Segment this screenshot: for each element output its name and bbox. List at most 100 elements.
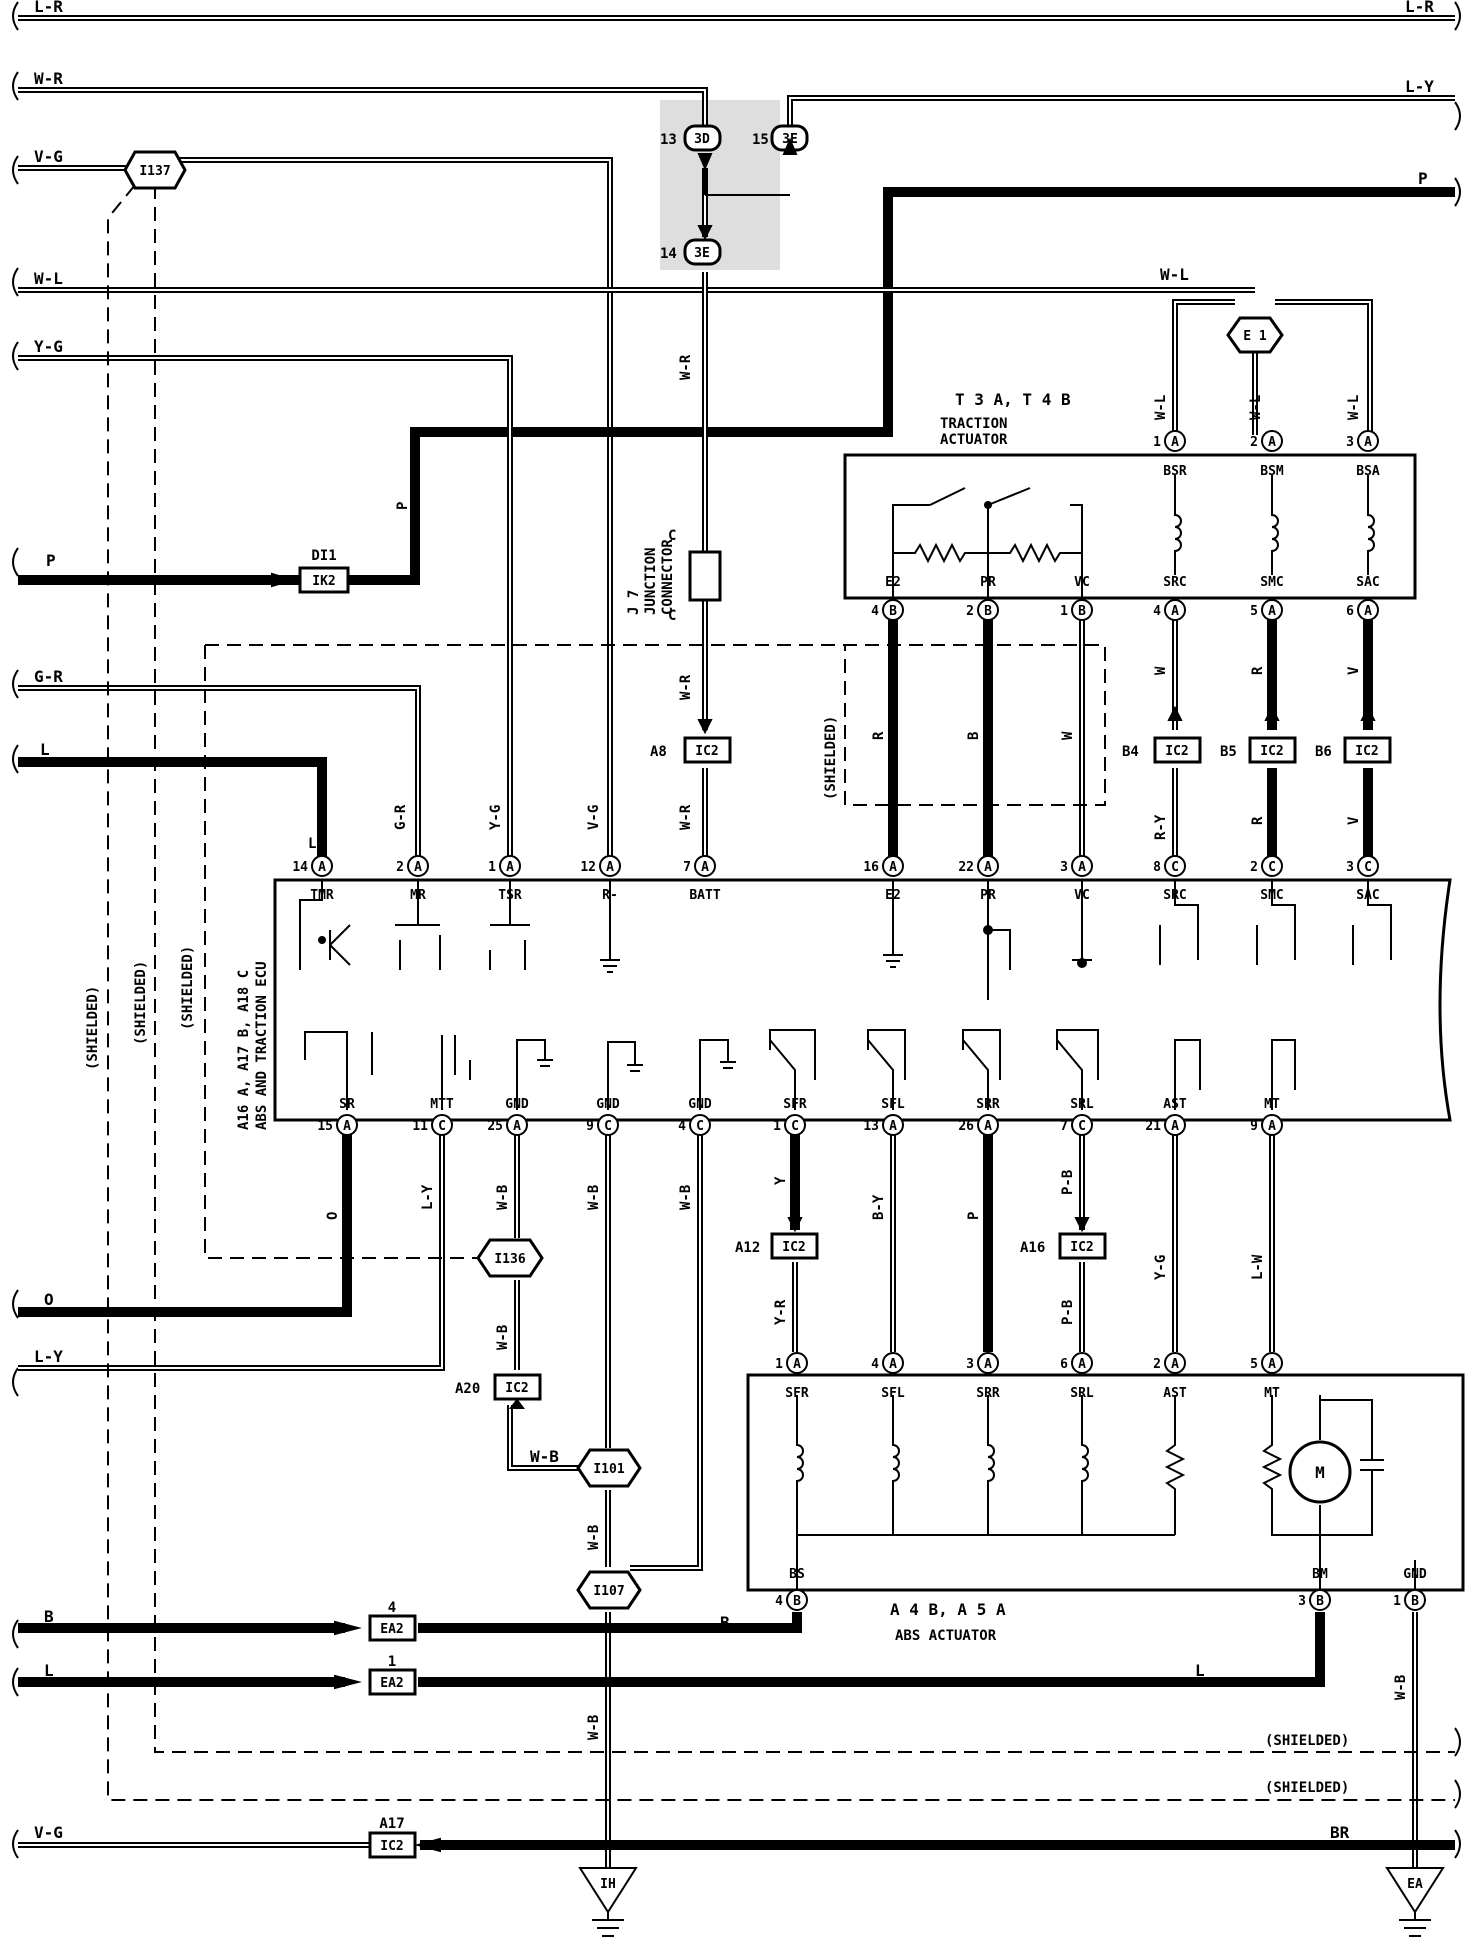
ecu-bottom-pin-label: GND [596,1097,620,1112]
ik2-connector [298,566,350,594]
ecu-top-pin-label: BATT [689,888,720,903]
abs-bottom-pin-letter: B [1316,1594,1324,1609]
abs-top-pin-number: 1 [775,1357,783,1372]
ecu-top-pin-number: 2 [1250,860,1258,875]
ecu-bottom-pin-circle [506,1114,528,1136]
traction-bottom-pin-letter: B [1078,604,1086,619]
abs-top-pin-label: SRL [1070,1386,1094,1401]
wire-label-p-right: P [1418,169,1428,188]
ecu-bottom-pin-number: 15 [317,1119,333,1134]
label-a12: A12 [735,1240,760,1256]
abs-bottom-pin-number: 3 [1298,1594,1306,1609]
ih-ground [578,1867,638,1914]
abs-top-pin-number: 5 [1250,1357,1258,1372]
traction-top-pin-number: 3 [1346,435,1354,450]
shielded-label-4: (SHIELDED) [823,716,839,800]
label-ic2-b5: IC2 [1260,744,1283,759]
abs-top-pin-number: 6 [1060,1357,1068,1372]
wire-label-wl: W-L [34,269,63,288]
ecu-bottom-pin-label: GND [505,1097,529,1112]
ecu-top-pin-letter: A [318,860,326,875]
e1-connector [1226,316,1284,354]
abs-top-pin-circle [1164,1352,1186,1374]
ecu-top-pin-label: R- [602,888,618,903]
vlabel-o: O [325,1212,341,1220]
abs-internal [796,1395,1416,1590]
label-i101: I101 [593,1462,624,1477]
abs-top-pin-circle [786,1352,808,1374]
pin-markers: A1BSRA2BSMA3BSAB4E2B2PRB1VCA4SRCA5SMCA6S… [292,430,1427,1611]
traction-top-pin-number: 1 [1153,435,1161,450]
ecu-bottom-pin-circle [689,1114,711,1136]
ecu-bottom-pin-label: SRR [976,1097,1000,1112]
label-ic2-b6: IC2 [1355,744,1378,759]
vlabel-l: L [308,836,316,852]
label-jc-3e-top: 3E [782,132,798,147]
traction-actuator-box [843,453,1417,600]
traction-bottom-pin-label: PR [980,575,996,590]
junction-ref: J 7 [626,590,642,615]
traction-top-pin-letter: A [1171,435,1179,450]
ecu-top-pin-circle [311,855,333,877]
wire-label-lr-right: L-R [1405,0,1434,16]
ecu-top-pin-number: 3 [1060,860,1068,875]
ecu-top-pin-circle [1164,855,1186,877]
vlabel-p-mid: P [395,502,411,510]
ecu-top-pin-circle [599,855,621,877]
wire-label-vg-top: V-G [34,147,63,166]
ecu-bottom-pin-circle [336,1114,358,1136]
ecu-top-pin-number: 1 [488,860,496,875]
ecu-top-pin-letter: A [414,860,422,875]
ecu-name: ABS AND TRACTION ECU [254,961,270,1130]
ecu-top-pin-label: TMR [310,888,334,903]
wire-label-ly-top: L-Y [1405,77,1434,96]
vlabel-r-smc: R [1250,666,1266,675]
ecu-top-pin-circle [407,855,429,877]
ecu-top-pin-label: SMC [1260,888,1283,903]
ecu-bottom-pin-circle [977,1114,999,1136]
wire-label-l-left: L [40,740,50,759]
ecu-top-pin-letter: A [701,860,709,875]
abs-bottom-pin-label: GND [1403,1567,1427,1582]
abs-top-pin-circle [1261,1352,1283,1374]
ecu-top-pin-label: E2 [885,888,901,903]
traction-bottom-pin-label: SAC [1356,575,1379,590]
wire-label-br: BR [1330,1823,1350,1842]
traction-top-pin-number: 2 [1250,435,1258,450]
ecu-top-pin-label: TSR [498,888,522,903]
ecu-bottom-pin-circle [1071,1114,1093,1136]
wire-label-o: O [44,1290,54,1309]
ecu-top-pin-label: SRC [1163,888,1186,903]
vlabel-wl2: W-L [1248,395,1264,420]
ecu-bottom-pin-label: GND [688,1097,712,1112]
ecu-top-pin-number: 14 [292,860,308,875]
ecu-bottom-pin-number: 25 [487,1119,503,1134]
abs-top-pin-letter: A [793,1357,801,1372]
vlabel-wb-i136: W-B [495,1325,511,1350]
abs-top-pin-letter: A [984,1357,992,1372]
abs-bottom-pin-letter: B [1411,1594,1419,1609]
traction-bottom-pin-number: 6 [1346,604,1354,619]
label-a16: A16 [1020,1240,1045,1256]
label-ea: EA [1407,1877,1423,1892]
ecu-top-pin-number: 8 [1153,860,1161,875]
abs-top-pin-letter: A [1171,1357,1179,1372]
vlabel-wr3: W-R [678,804,694,830]
abs-bottom-pin-letter: B [793,1594,801,1609]
edge-brackets [12,1,1461,1859]
vlabel-p-srr: P [966,1212,982,1220]
ecu-top-pin-circle [1261,855,1283,877]
ecu-top-pin-circle [1071,855,1093,877]
abs-bottom-pin-circle [1404,1589,1426,1611]
abs-top-pin-label: SFL [881,1386,905,1401]
